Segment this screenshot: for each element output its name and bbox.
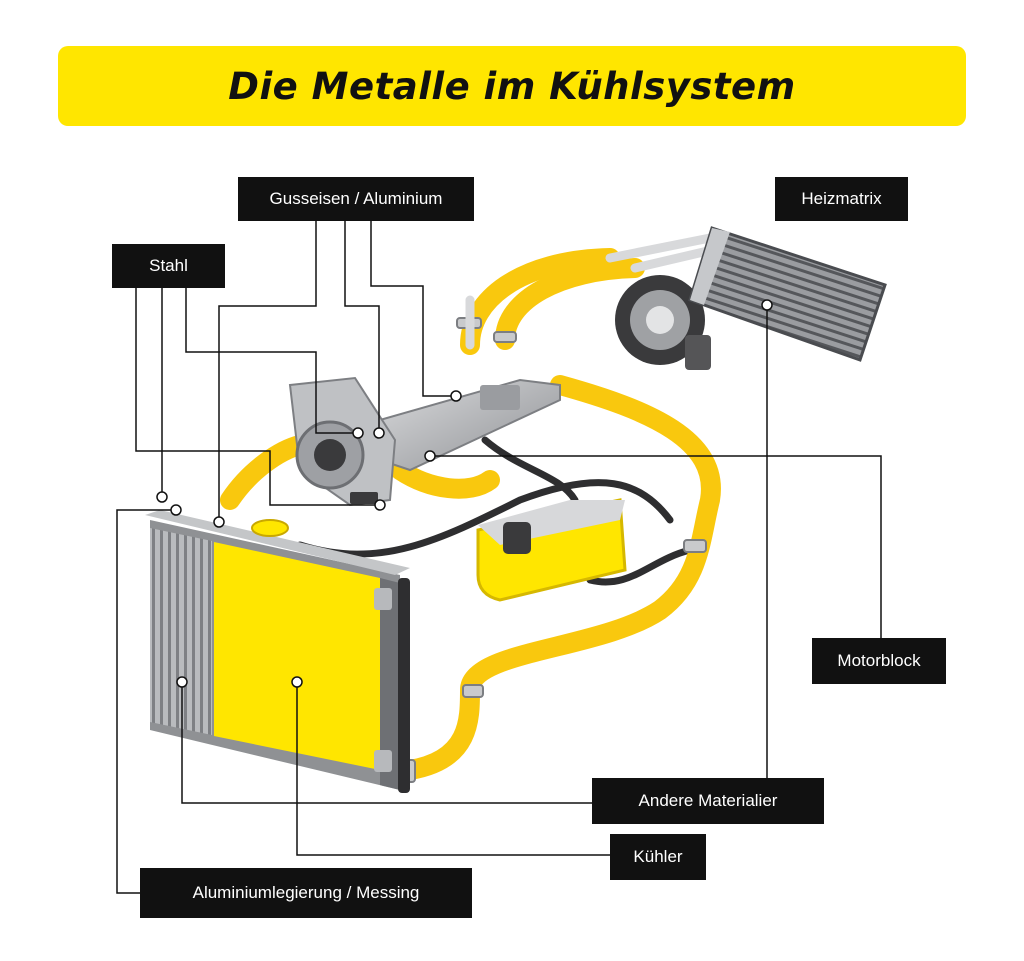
label-kuehler: Kühler <box>610 834 706 880</box>
radiator <box>145 510 410 793</box>
label-gusseisen-aluminium: Gusseisen / Aluminium <box>238 177 474 221</box>
callout-dots <box>156 299 773 688</box>
heater-fan <box>615 275 711 370</box>
heater-core <box>465 226 887 362</box>
label-aluminiumlegierung-messing: Aluminiumlegierung / Messing <box>140 868 472 918</box>
label-motorblock: Motorblock <box>812 638 946 684</box>
label-andere-materialier: Andere Materialier <box>592 778 824 824</box>
label-heizmatrix: Heizmatrix <box>775 177 908 221</box>
leader-lines <box>116 221 882 894</box>
expansion-tank <box>476 498 627 602</box>
title-banner: Die Metalle im Kühlsystem <box>58 46 966 126</box>
label-stahl: Stahl <box>112 244 225 288</box>
page-title: Die Metalle im Kühlsystem <box>228 64 796 108</box>
black-hoses <box>296 436 694 586</box>
